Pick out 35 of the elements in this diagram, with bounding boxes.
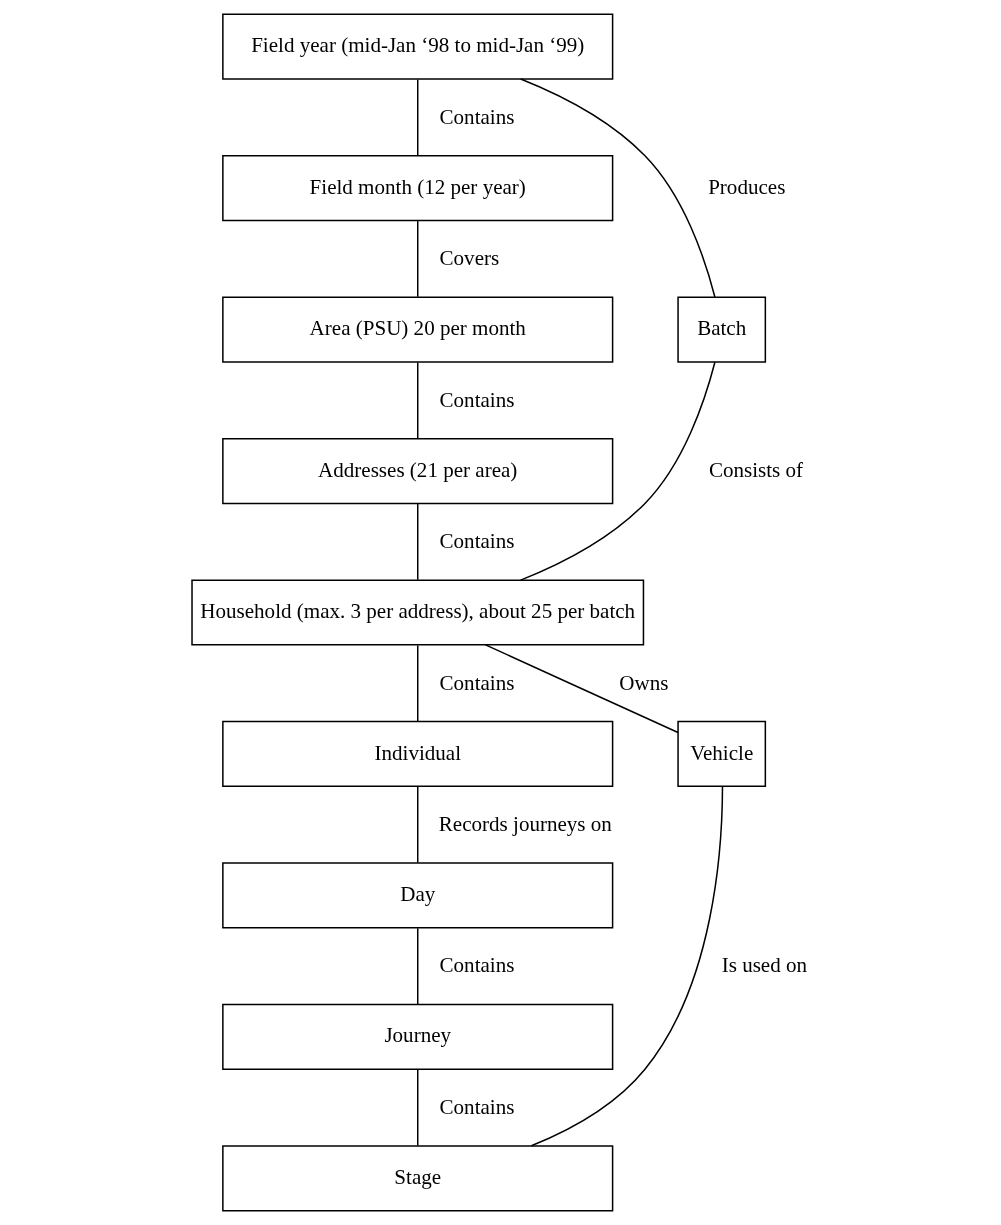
edge-label: Covers [439,246,500,271]
node-box: Addresses (21 per area) [222,437,614,505]
edge-label: Owns [619,670,669,695]
connector [417,644,419,722]
node-box: Household (max. 3 per address), about 25 per batch [191,579,645,646]
connector [417,78,419,157]
node-box: Batch [677,296,767,363]
connector [484,644,679,734]
connector [519,361,716,581]
node-box: Field year (mid-Jan ‘98 to mid-Jan ‘99) [222,13,614,80]
connector [417,1069,419,1147]
edge-label: Consists of [708,458,804,483]
connector [530,785,724,1147]
edge-label: Is used on [721,953,808,978]
node-box: Individual [222,720,614,788]
node-box: Area (PSU) 20 per month [222,296,614,363]
connector [417,927,419,1005]
edge-label: Contains [439,1094,515,1119]
connector [417,786,419,864]
edge-label: Contains [439,529,515,554]
edge-label: Contains [439,670,515,695]
node-box: Day [222,862,614,929]
connector [417,361,419,439]
edge-label: Records journeys on [438,811,612,836]
node-box: Vehicle [677,720,767,788]
edge-label: Contains [439,953,515,978]
connector [417,220,419,298]
connector [519,78,716,298]
node-box: Stage [222,1145,614,1212]
edge-label: Produces [708,175,786,200]
node-box: Field month (12 per year) [222,155,614,222]
node-box: Journey [222,1003,614,1070]
connector [417,503,419,581]
edge-label: Contains [439,104,515,129]
edge-label: Contains [439,387,515,412]
